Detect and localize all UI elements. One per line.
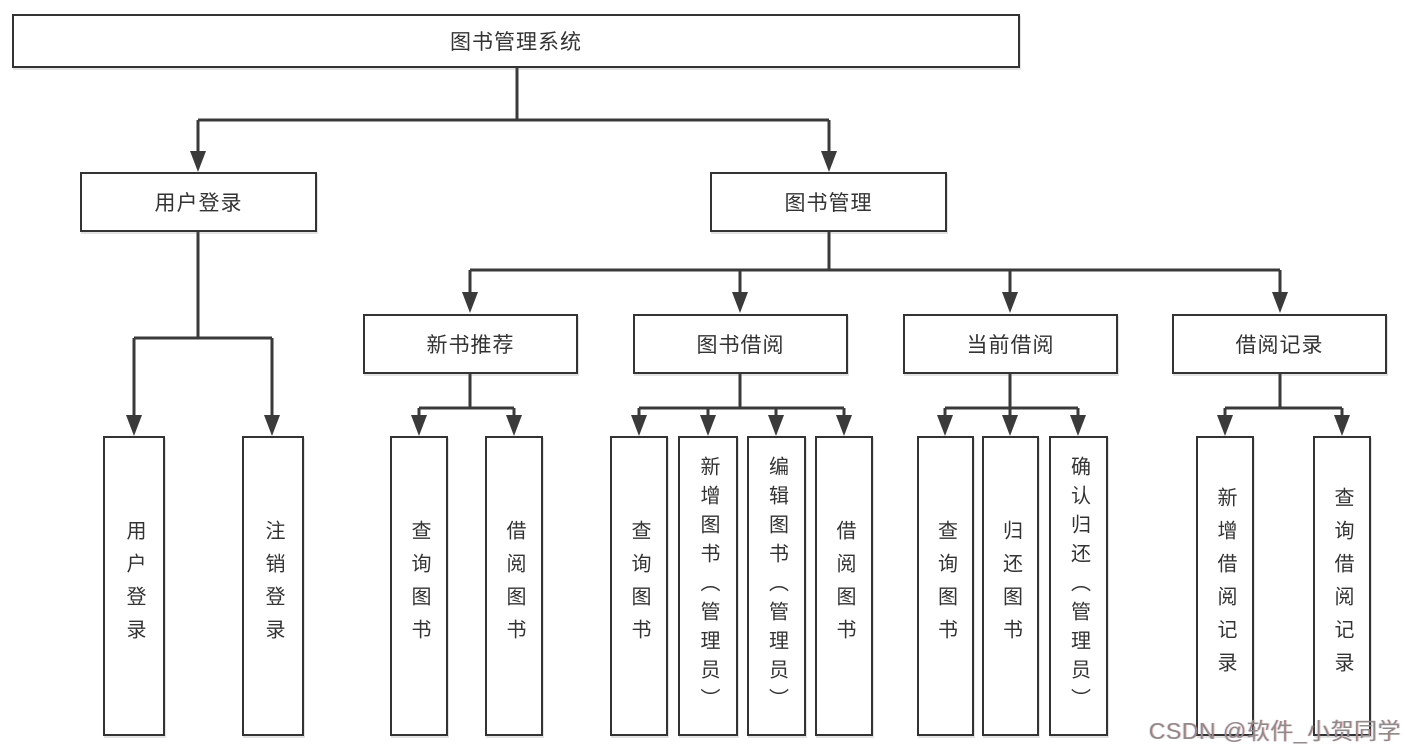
node-bb-borrow-books: 借阅图书 [815,436,873,736]
node-cb-return-books: 归还图书 [982,436,1039,736]
node-br-add-record: 新增借阅记录 [1196,436,1254,736]
csdn-watermark: CSDN @软件_小贺同学 [1148,718,1401,744]
node-book-borrowing: 图书借阅 [633,314,848,374]
node-bb-edit-books-admin: 编辑图书（管理员） [747,436,806,736]
node-cb-query-books: 查询图书 [917,436,974,736]
node-nbr-borrow-books: 借阅图书 [485,436,543,736]
node-br-query-record: 查询借阅记录 [1313,436,1371,736]
node-current-borrowing: 当前借阅 [903,314,1118,374]
node-bb-query-books: 查询图书 [610,436,668,736]
node-root: 图书管理系统 [12,14,1020,68]
node-new-book-recommendation: 新书推荐 [363,314,578,374]
node-borrowing-records: 借阅记录 [1172,314,1387,374]
node-book-management: 图书管理 [710,172,947,232]
node-cb-confirm-return-admin: 确认归还（管理员） [1049,436,1108,736]
node-user-login: 用户登录 [80,172,317,232]
node-nbr-query-books: 查询图书 [390,436,448,736]
node-logout: 注销登录 [242,436,304,736]
node-user-login-leaf: 用户登录 [103,436,165,736]
node-bb-add-books-admin: 新增图书（管理员） [678,436,738,736]
